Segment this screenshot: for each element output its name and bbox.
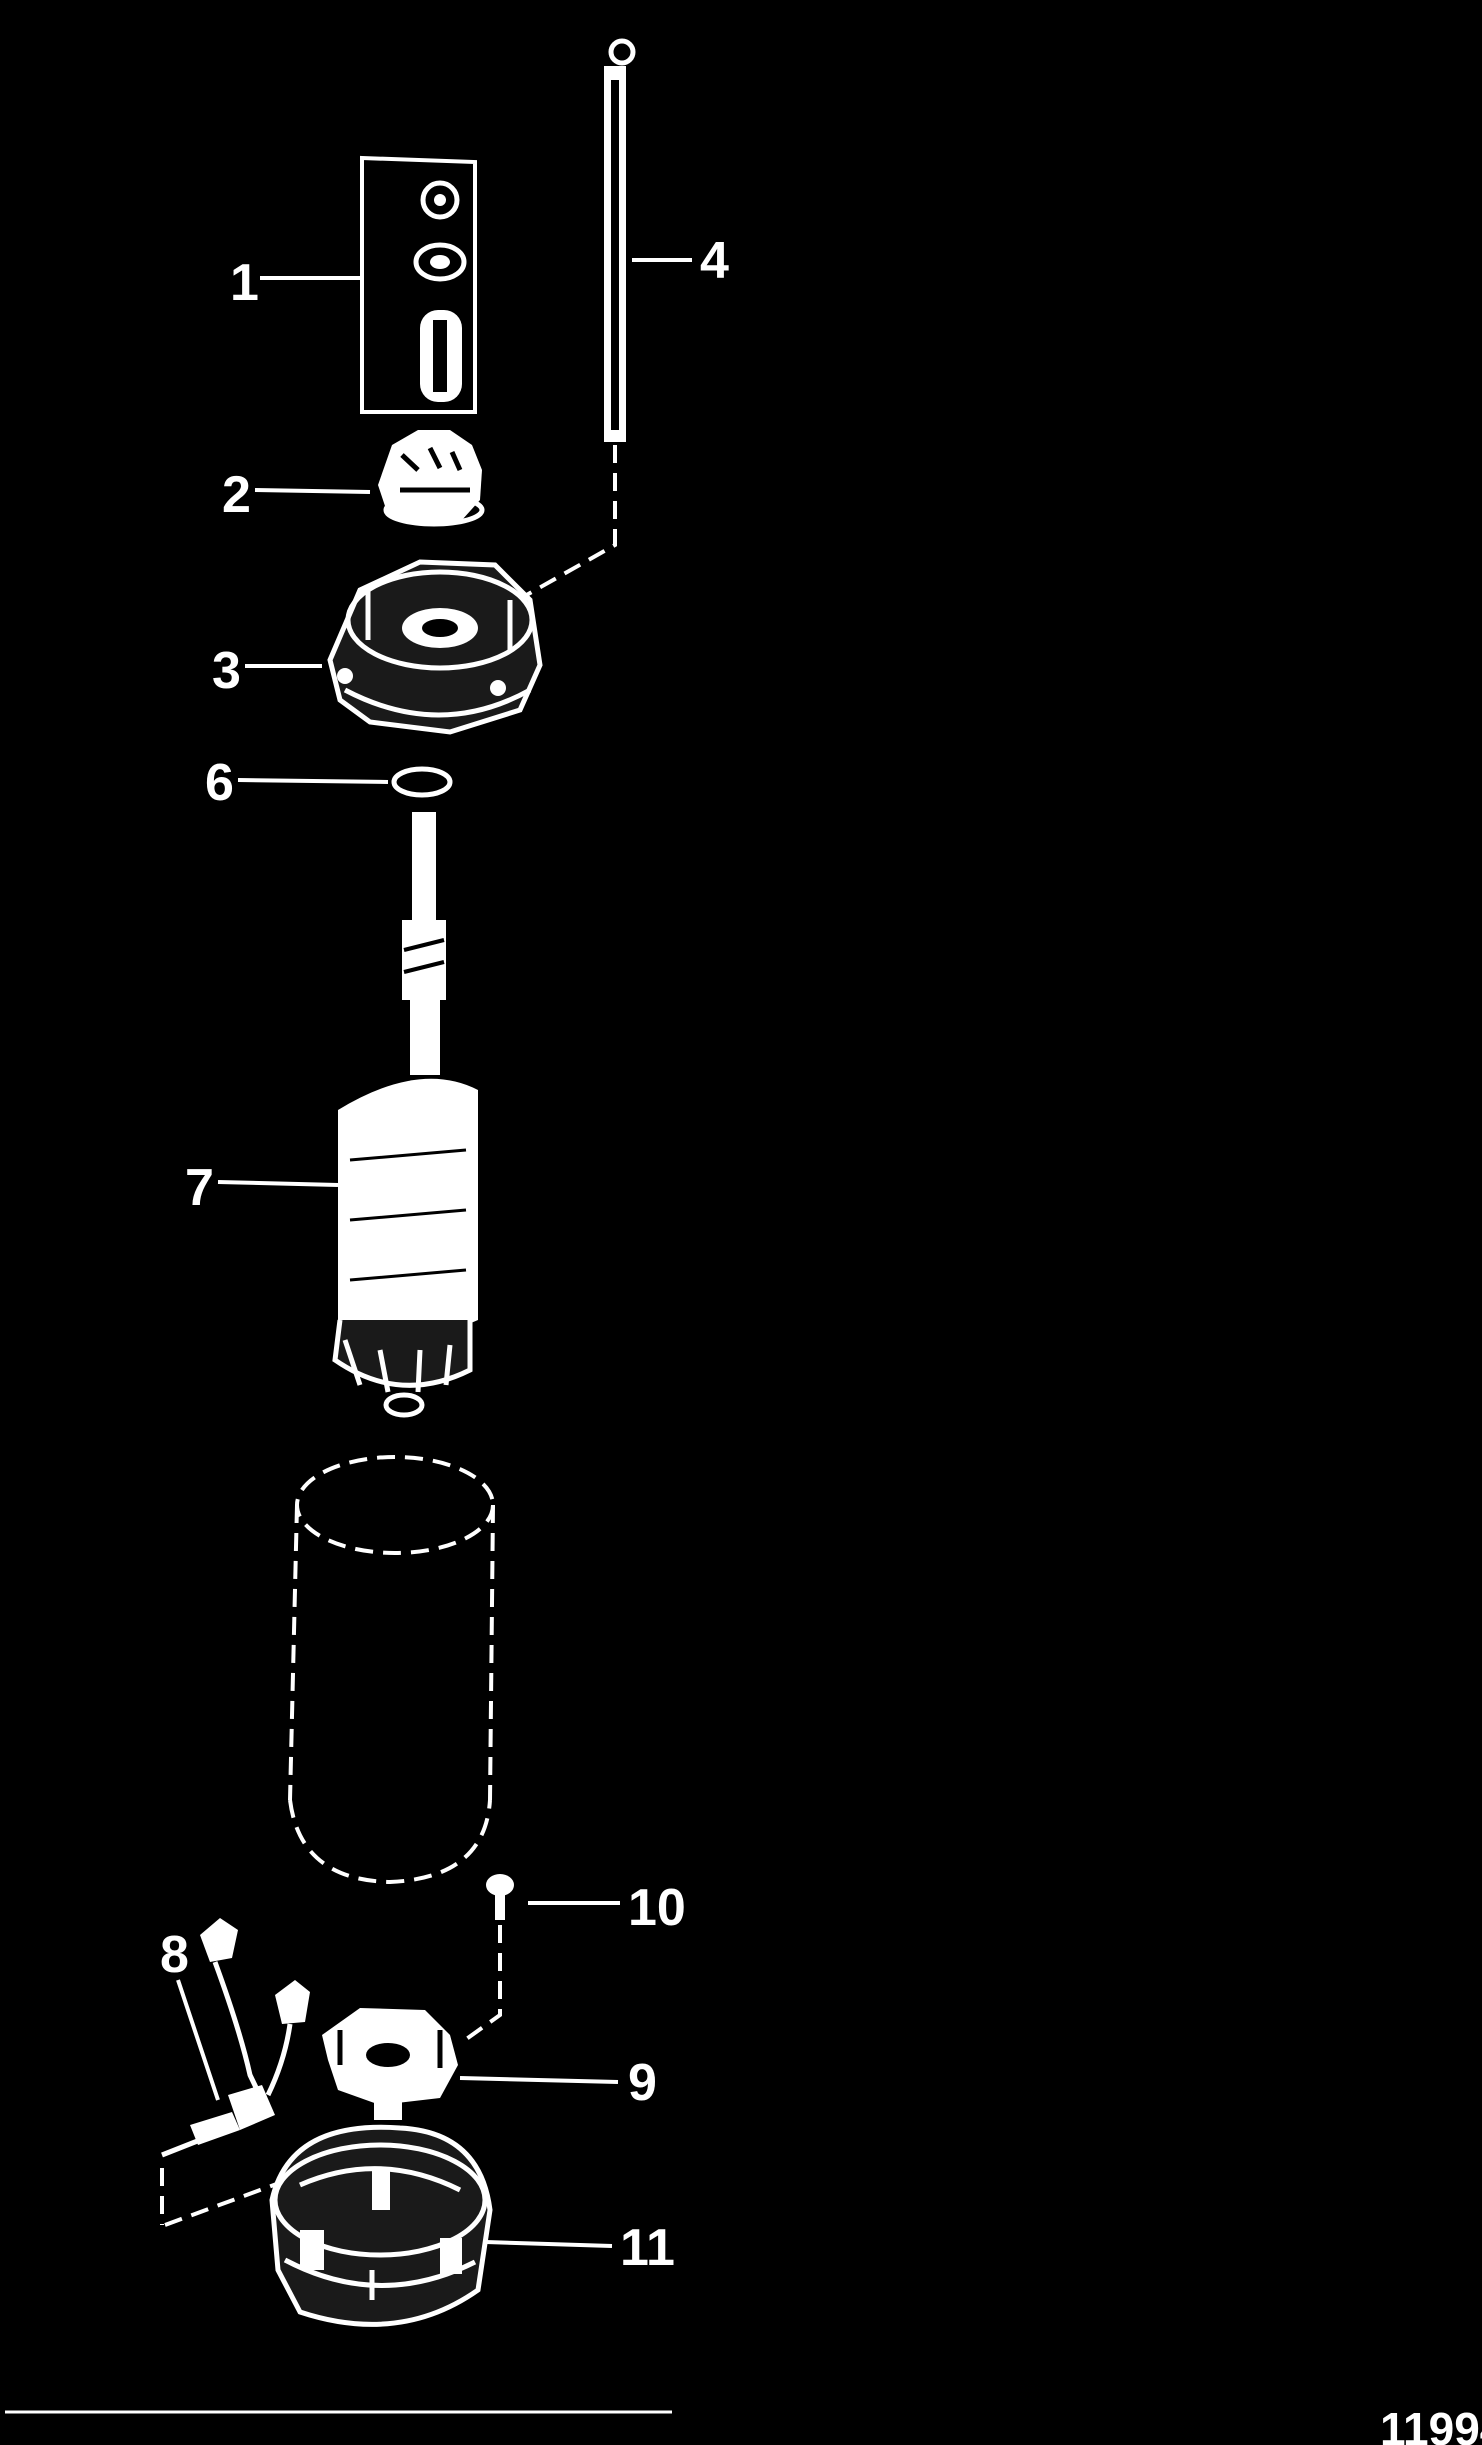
thrust-washer (391, 766, 453, 798)
brush-plate (322, 2008, 458, 2120)
commutator-end-cap (269, 2124, 493, 2327)
callout-1: 1 (230, 254, 259, 312)
leader-11 (485, 2240, 613, 2248)
callout-6: 6 (205, 754, 234, 812)
drive-gear (378, 430, 485, 527)
callout-3: 3 (212, 642, 241, 700)
callout-7: 7 (185, 1159, 214, 1217)
drive-kit-box (360, 155, 477, 414)
callout-11: 11 (620, 2219, 675, 2277)
leader-6 (237, 778, 389, 784)
callout-8: 8 (160, 1926, 189, 1984)
leader-2 (254, 488, 371, 494)
callout-10: 10 (628, 1879, 686, 1937)
wire-harness (160, 1918, 321, 2227)
armature (332, 812, 478, 1418)
brush-plate-screw (463, 1874, 514, 2042)
leader-7 (217, 1180, 339, 1187)
callout-4: 4 (700, 232, 729, 290)
figure-number: 11994 (1380, 2403, 1482, 2445)
drive-end-cap (327, 559, 543, 735)
callout-9: 9 (628, 2054, 657, 2112)
thru-bolt (499, 38, 636, 612)
callout-2: 2 (222, 466, 251, 524)
leader-8 (176, 1979, 220, 2101)
leader-9 (459, 2076, 619, 2084)
field-frame-outline (288, 1455, 495, 1885)
